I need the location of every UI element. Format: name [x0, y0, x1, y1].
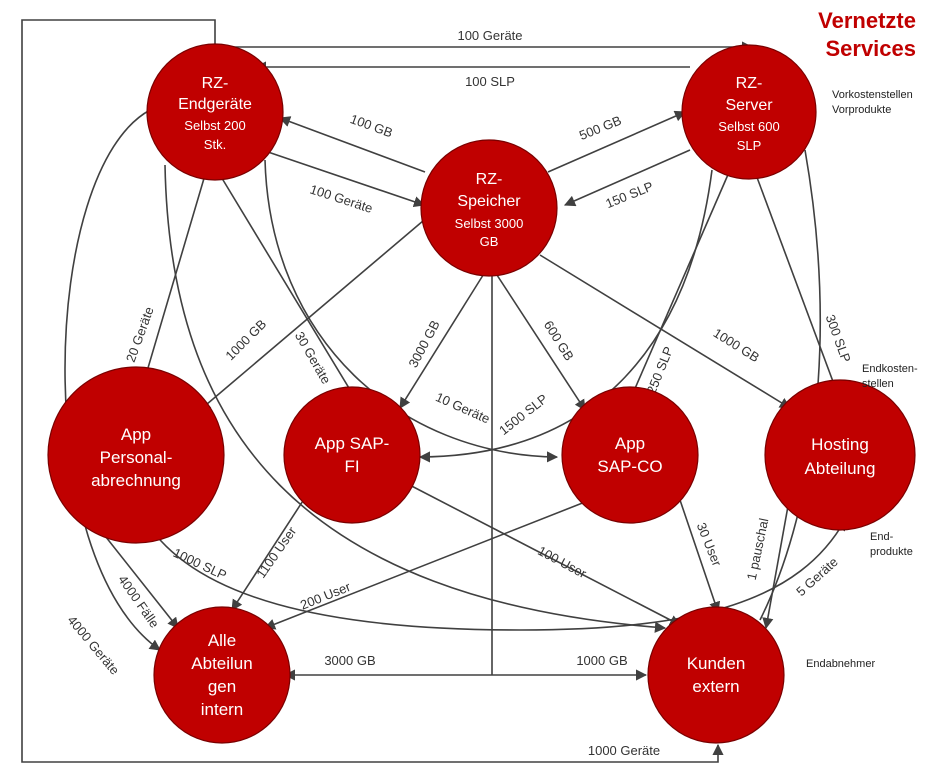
node-app-sap-co-line1: App	[615, 434, 645, 453]
node-app-personal-line2: Personal-	[100, 448, 173, 467]
label-endg-speicher-a: 100 GB	[348, 111, 395, 140]
edge-fi-kunden	[399, 479, 681, 626]
title-line2: Services	[825, 36, 916, 61]
label-server-endg: 100 SLP	[465, 74, 515, 89]
label-fi-kunden: 100 User	[535, 543, 589, 581]
label-loop-kunden: 1000 Geräte	[588, 743, 660, 758]
edge-endgeraete-fi	[219, 174, 356, 399]
side-endkostenstellen-1: Endkosten-	[862, 363, 918, 375]
edge-speicher-fi	[399, 271, 486, 409]
node-app-sap-co-line2: SAP-CO	[597, 457, 662, 476]
node-app-sap-fi-line2: FI	[344, 457, 359, 476]
edge-speicher-server-gb	[547, 110, 687, 173]
node-rz-server: RZ- Server Selbst 600 SLP	[681, 44, 817, 180]
edge-fi-alle	[231, 489, 311, 611]
edge-endgeraete-personal	[137, 174, 206, 397]
node-app-sap-co: App SAP-CO	[561, 386, 699, 524]
node-rz-speicher-line2: Speicher	[457, 193, 521, 210]
node-rz-speicher: RZ- Speicher Selbst 3000 GB	[420, 139, 558, 277]
side-endabnehmer: Endabnehmer	[806, 658, 875, 670]
node-rz-endgeraete-line1: RZ-	[202, 75, 229, 92]
label-speicher-server: 500 GB	[577, 113, 624, 143]
edge-co-alle	[263, 501, 586, 630]
side-vorkostenstellen-1: Vorkostenstellen	[832, 89, 913, 101]
label-server-hosting: 300 SLP	[823, 312, 854, 364]
label-hosting-kunden: 1 pauschal	[744, 517, 772, 582]
label-endg-fi: 30 Geräte	[292, 329, 334, 387]
node-rz-endgeraete-line2: Endgeräte	[178, 96, 252, 113]
node-kunden: Kunden extern	[647, 606, 785, 744]
node-alle-line3: gen	[208, 677, 236, 696]
node-hosting: Hosting Abteilung	[764, 379, 916, 531]
edge-server-speicher-slp	[563, 149, 691, 207]
side-endprodukte-1: End-	[870, 531, 894, 543]
node-rz-speicher-line1: RZ-	[476, 171, 503, 188]
label-endg-alle: 4000 Geräte	[64, 613, 122, 678]
node-rz-speicher-line3: Selbst 3000	[455, 216, 524, 231]
node-app-personal: App Personal- abrechnung	[47, 366, 225, 544]
edge-server-hosting	[754, 171, 840, 397]
label-co-kunden: 30 User	[694, 520, 725, 568]
label-personal-alle: 4000 Fälle	[115, 572, 162, 630]
edge-server-fi	[418, 169, 713, 463]
edge-outer-loop	[21, 19, 724, 763]
label-server-co: 250 SLP	[644, 344, 677, 396]
node-rz-endgeraete-line3: Selbst 200	[184, 118, 245, 133]
node-alle-line2: Abteilun	[191, 654, 252, 673]
node-rz-server-line1: RZ-	[736, 75, 763, 92]
edge-server-kunden	[759, 149, 821, 621]
node-hosting-line2: Abteilung	[805, 459, 876, 478]
label-alle-hosting: 5 Geräte	[793, 554, 841, 599]
label-server-speicher: 150 SLP	[603, 179, 655, 212]
edge-speicher-personal	[199, 214, 431, 411]
label-endg-co: 10 Geräte	[433, 389, 492, 426]
label-speicher-co: 600 GB	[541, 318, 577, 363]
side-vorkostenstellen-2: Vorprodukte	[832, 104, 891, 116]
label-server-fi: 1500 SLP	[496, 391, 550, 438]
diagram-title: Vernetzte Services	[818, 8, 916, 61]
label-speicher-kunden: 1000 GB	[576, 653, 627, 668]
node-rz-server-line3: Selbst 600	[718, 119, 779, 134]
side-endkostenstellen-2: stellen	[862, 378, 894, 390]
node-app-personal-line3: abrechnung	[91, 471, 181, 490]
node-rz-server-line4: SLP	[737, 138, 762, 153]
label-server-personal: 1000 SLP	[171, 545, 229, 583]
edge-endgeraete-speicher-geraete	[267, 151, 426, 208]
edge-endgeraete-kunden	[164, 164, 667, 633]
edge-server-co	[628, 169, 731, 402]
label-co-alle: 200 User	[298, 579, 353, 613]
node-rz-speicher-line4: GB	[480, 234, 499, 249]
node-rz-endgeraete: RZ- Endgeräte Selbst 200 Stk.	[146, 43, 284, 181]
node-kunden-line1: Kunden	[687, 654, 746, 673]
node-rz-endgeraete-line4: Stk.	[204, 137, 226, 152]
label-fi-alle: 1100 User	[253, 523, 300, 580]
node-alle-abteilungen: Alle Abteilun gen intern	[153, 606, 291, 744]
edge-personal-hosting-curve	[141, 514, 846, 631]
title-line1: Vernetzte	[818, 8, 916, 33]
edge-endgeraete-speicher-gb	[278, 116, 426, 173]
edge-hosting-kunden	[762, 494, 791, 630]
edge-speicher-co	[494, 271, 586, 411]
label-speicher-fi: 3000 GB	[405, 318, 442, 370]
side-labels: Vorkostenstellen Vorprodukte Endkosten- …	[806, 89, 918, 670]
node-alle-line4: intern	[201, 700, 244, 719]
node-kunden-line2: extern	[692, 677, 739, 696]
label-speicher-alle: 3000 GB	[324, 653, 375, 668]
node-hosting-line1: Hosting	[811, 435, 869, 454]
side-endprodukte-2: produkte	[870, 546, 913, 558]
node-app-sap-fi: App SAP- FI	[283, 386, 421, 524]
node-app-personal-line1: App	[121, 425, 151, 444]
node-alle-line1: Alle	[208, 631, 236, 650]
node-app-sap-fi-line1: App SAP-	[315, 434, 390, 453]
label-endg-speicher-b: 100 Geräte	[308, 182, 374, 216]
edge-speicher-hosting	[539, 254, 791, 409]
edge-endgeraete-alle	[64, 109, 161, 651]
node-rz-server-line2: Server	[725, 97, 773, 114]
label-speicher-hosting: 1000 GB	[711, 325, 762, 365]
label-endg-server: 100 Geräte	[457, 28, 522, 43]
